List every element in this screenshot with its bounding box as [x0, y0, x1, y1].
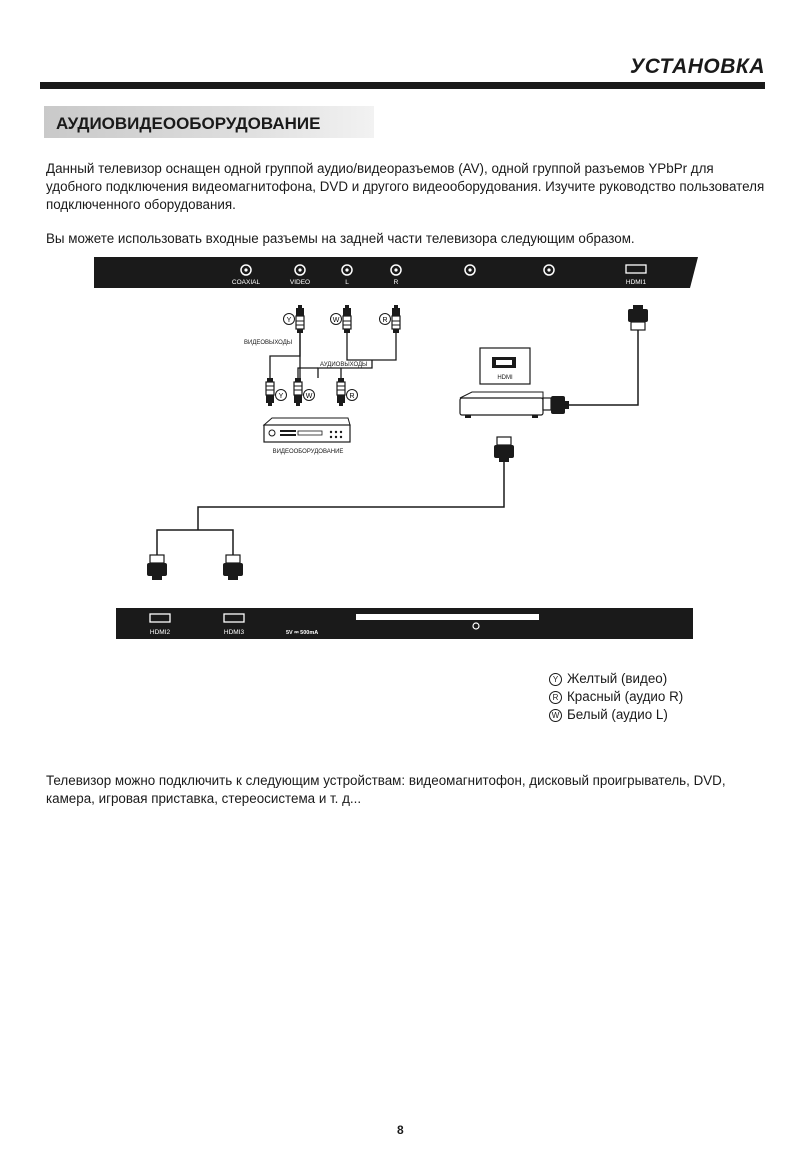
- video-out-label: ВИДЕОВЫХОДЫ: [244, 340, 292, 346]
- power-label: 5V ⎓ 500mA: [286, 630, 318, 636]
- audio-r-plug-bottom: [336, 377, 346, 407]
- hdmi3-plug: [222, 554, 244, 581]
- equipment-label: ВИДЕООБОРУДОВАНИЕ: [273, 449, 344, 455]
- legend-marker: Y: [549, 672, 562, 686]
- box-bottom-plug: [493, 436, 515, 463]
- color-legend: Y Желтый (видео) R Красный (аудио R) W Б…: [549, 670, 683, 724]
- dvd-player: [262, 417, 351, 443]
- r-label: R: [394, 279, 399, 286]
- legend-marker: R: [549, 690, 562, 704]
- tv-bottom-panel: [116, 608, 693, 639]
- intro-paragraph: Данный телевизор оснащен одной группой а…: [46, 161, 765, 212]
- svg-text:W: W: [306, 393, 313, 400]
- marker-w-top: [330, 313, 342, 325]
- legend-item-white: W Белый (аудио L): [549, 706, 683, 724]
- legend-text: Красный (аудио R): [567, 689, 684, 704]
- header-title: УСТАНОВКА: [629, 55, 765, 78]
- marker-y-bottom: [275, 389, 287, 401]
- svg-text:R: R: [349, 393, 354, 400]
- hdmi1-port: [625, 264, 647, 274]
- hdmi2-label: HDMI2: [150, 629, 171, 636]
- coaxial-label: COAXIAL: [232, 279, 261, 286]
- box-hdmi-plug: [542, 396, 569, 414]
- legend-text: Желтый (видео): [567, 671, 668, 686]
- svg-text:Y: Y: [279, 393, 284, 400]
- hdmi-box: HDMI: [459, 347, 544, 418]
- hdmi1-label: HDMI1: [626, 279, 647, 286]
- svg-text:R: R: [382, 317, 387, 324]
- hdmi2-port: [149, 613, 171, 623]
- hdmi2-plug: [146, 554, 168, 581]
- legend-marker: W: [549, 708, 562, 722]
- marker-r-bottom: [346, 389, 358, 401]
- section-heading: АУДИОВИДЕООБОРУДОВАНИЕ: [44, 106, 374, 138]
- header-rule: [40, 82, 765, 89]
- l-label: L: [345, 279, 349, 286]
- box-hdmi-label: HDMI: [497, 375, 513, 381]
- legend-item-yellow: Y Желтый (видео): [549, 670, 683, 688]
- video-label: VIDEO: [290, 279, 310, 286]
- audio-l-plug-top: [342, 304, 352, 334]
- hdmi1-plug: [627, 304, 649, 331]
- legend-item-red: R Красный (аудио R): [549, 688, 683, 706]
- video-plug-bottom: [265, 377, 275, 407]
- hdmi3-port: [223, 613, 245, 623]
- svg-text:W: W: [333, 317, 340, 324]
- section-title: АУДИОВИДЕООБОРУДОВАНИЕ: [56, 114, 321, 133]
- svg-text:Y: Y: [287, 317, 292, 324]
- usage-paragraph: Вы можете использовать входные разъемы н…: [46, 231, 635, 246]
- page-number: 8: [397, 1123, 404, 1137]
- hdmi1-cable: [569, 330, 639, 406]
- hdmi3-label: HDMI3: [224, 629, 245, 636]
- legend-text: Белый (аудио L): [567, 707, 668, 722]
- marker-y-top: [283, 313, 295, 325]
- audio-r-plug-top: [391, 304, 401, 334]
- hdmi-split-cable: [156, 462, 505, 555]
- audio-l-plug-bottom: [293, 377, 303, 407]
- marker-w-bottom: [303, 389, 315, 401]
- devices-paragraph: Телевизор можно подключить к следующим у…: [46, 773, 726, 806]
- audio-out-label: АУДИОВЫХОДЫ: [320, 362, 367, 368]
- marker-r-top: [379, 313, 391, 325]
- bottom-jack: [472, 622, 480, 630]
- video-plug-top: [295, 304, 305, 334]
- slot: [356, 614, 539, 620]
- audio-cable: [317, 333, 397, 378]
